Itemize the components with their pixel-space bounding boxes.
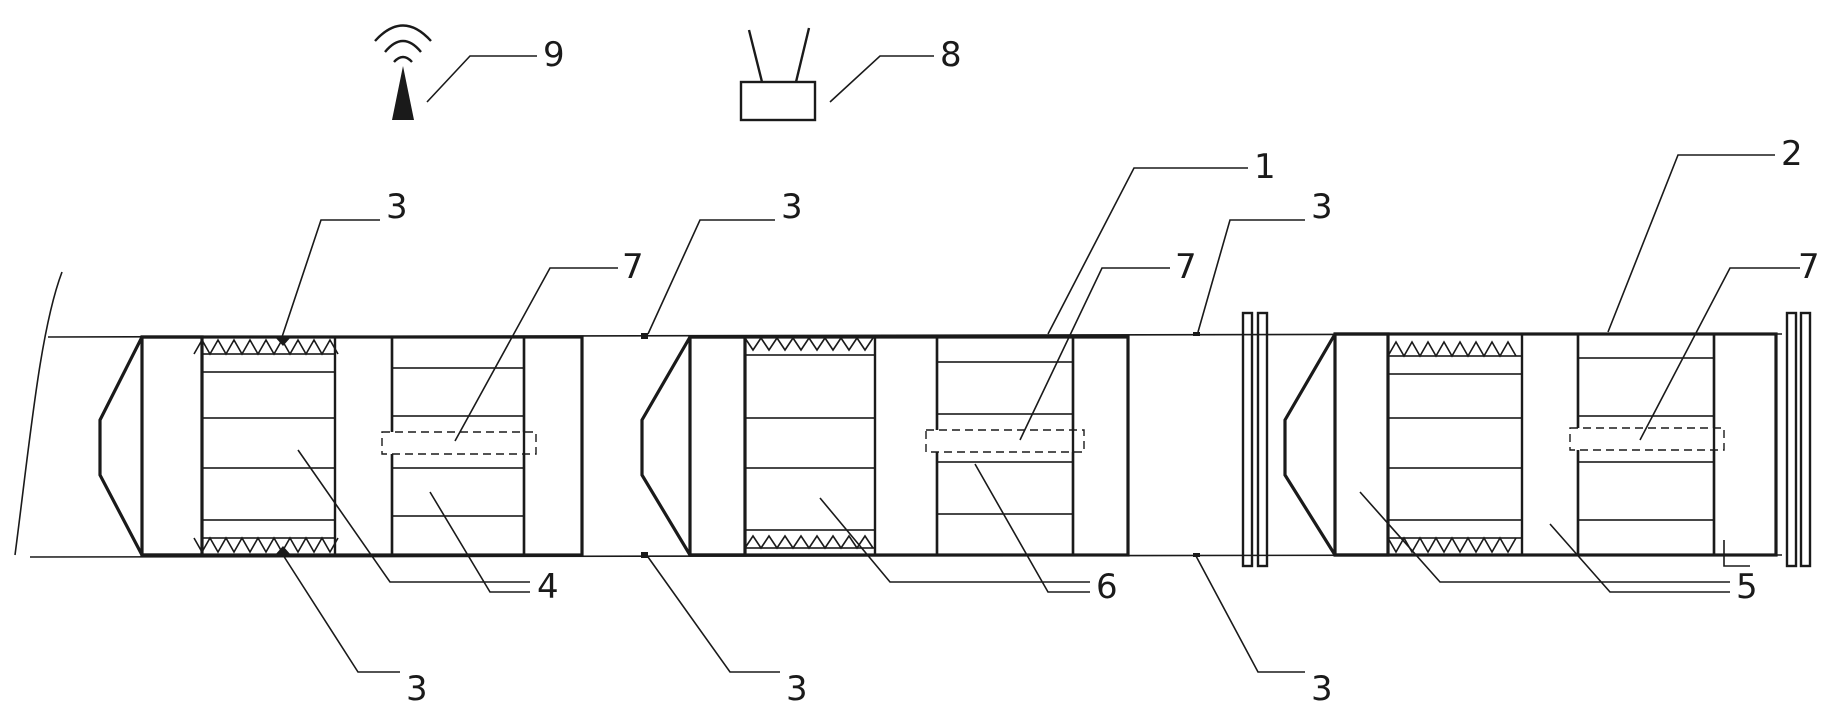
label-5: 5 [1736,567,1758,607]
label-8: 8 [940,35,962,75]
sensor-device-right [1283,332,1778,557]
label-3-bottom-right: 3 [1311,669,1333,709]
sensor-device-middle [640,335,1130,557]
label-2: 2 [1781,134,1803,174]
label-3-bottom-left: 3 [406,669,428,709]
label-7-right: 7 [1798,247,1820,287]
label-3-top-mid: 3 [781,187,803,227]
antenna-tower-icon [374,24,432,120]
pipe-flange-right [1785,311,1812,568]
sensor-device-left [98,335,584,557]
pipe-wall [14,271,1782,558]
label-7-left: 7 [622,247,644,287]
callout-labels: 9 8 1 2 3 3 3 3 3 3 7 7 7 4 6 5 [386,35,1820,709]
seal-markers [275,332,1200,558]
leader-lines [281,55,1800,673]
label-7-middle: 7 [1175,247,1197,287]
label-3-top-left: 3 [386,187,408,227]
label-1: 1 [1254,147,1276,187]
label-4: 4 [537,567,559,607]
label-9: 9 [543,35,565,75]
label-3-bottom-mid: 3 [786,669,808,709]
label-6: 6 [1096,567,1118,607]
receiver-box-icon [739,27,817,122]
label-3-top-right: 3 [1311,187,1333,227]
pipe-flange-middle [1241,311,1269,568]
